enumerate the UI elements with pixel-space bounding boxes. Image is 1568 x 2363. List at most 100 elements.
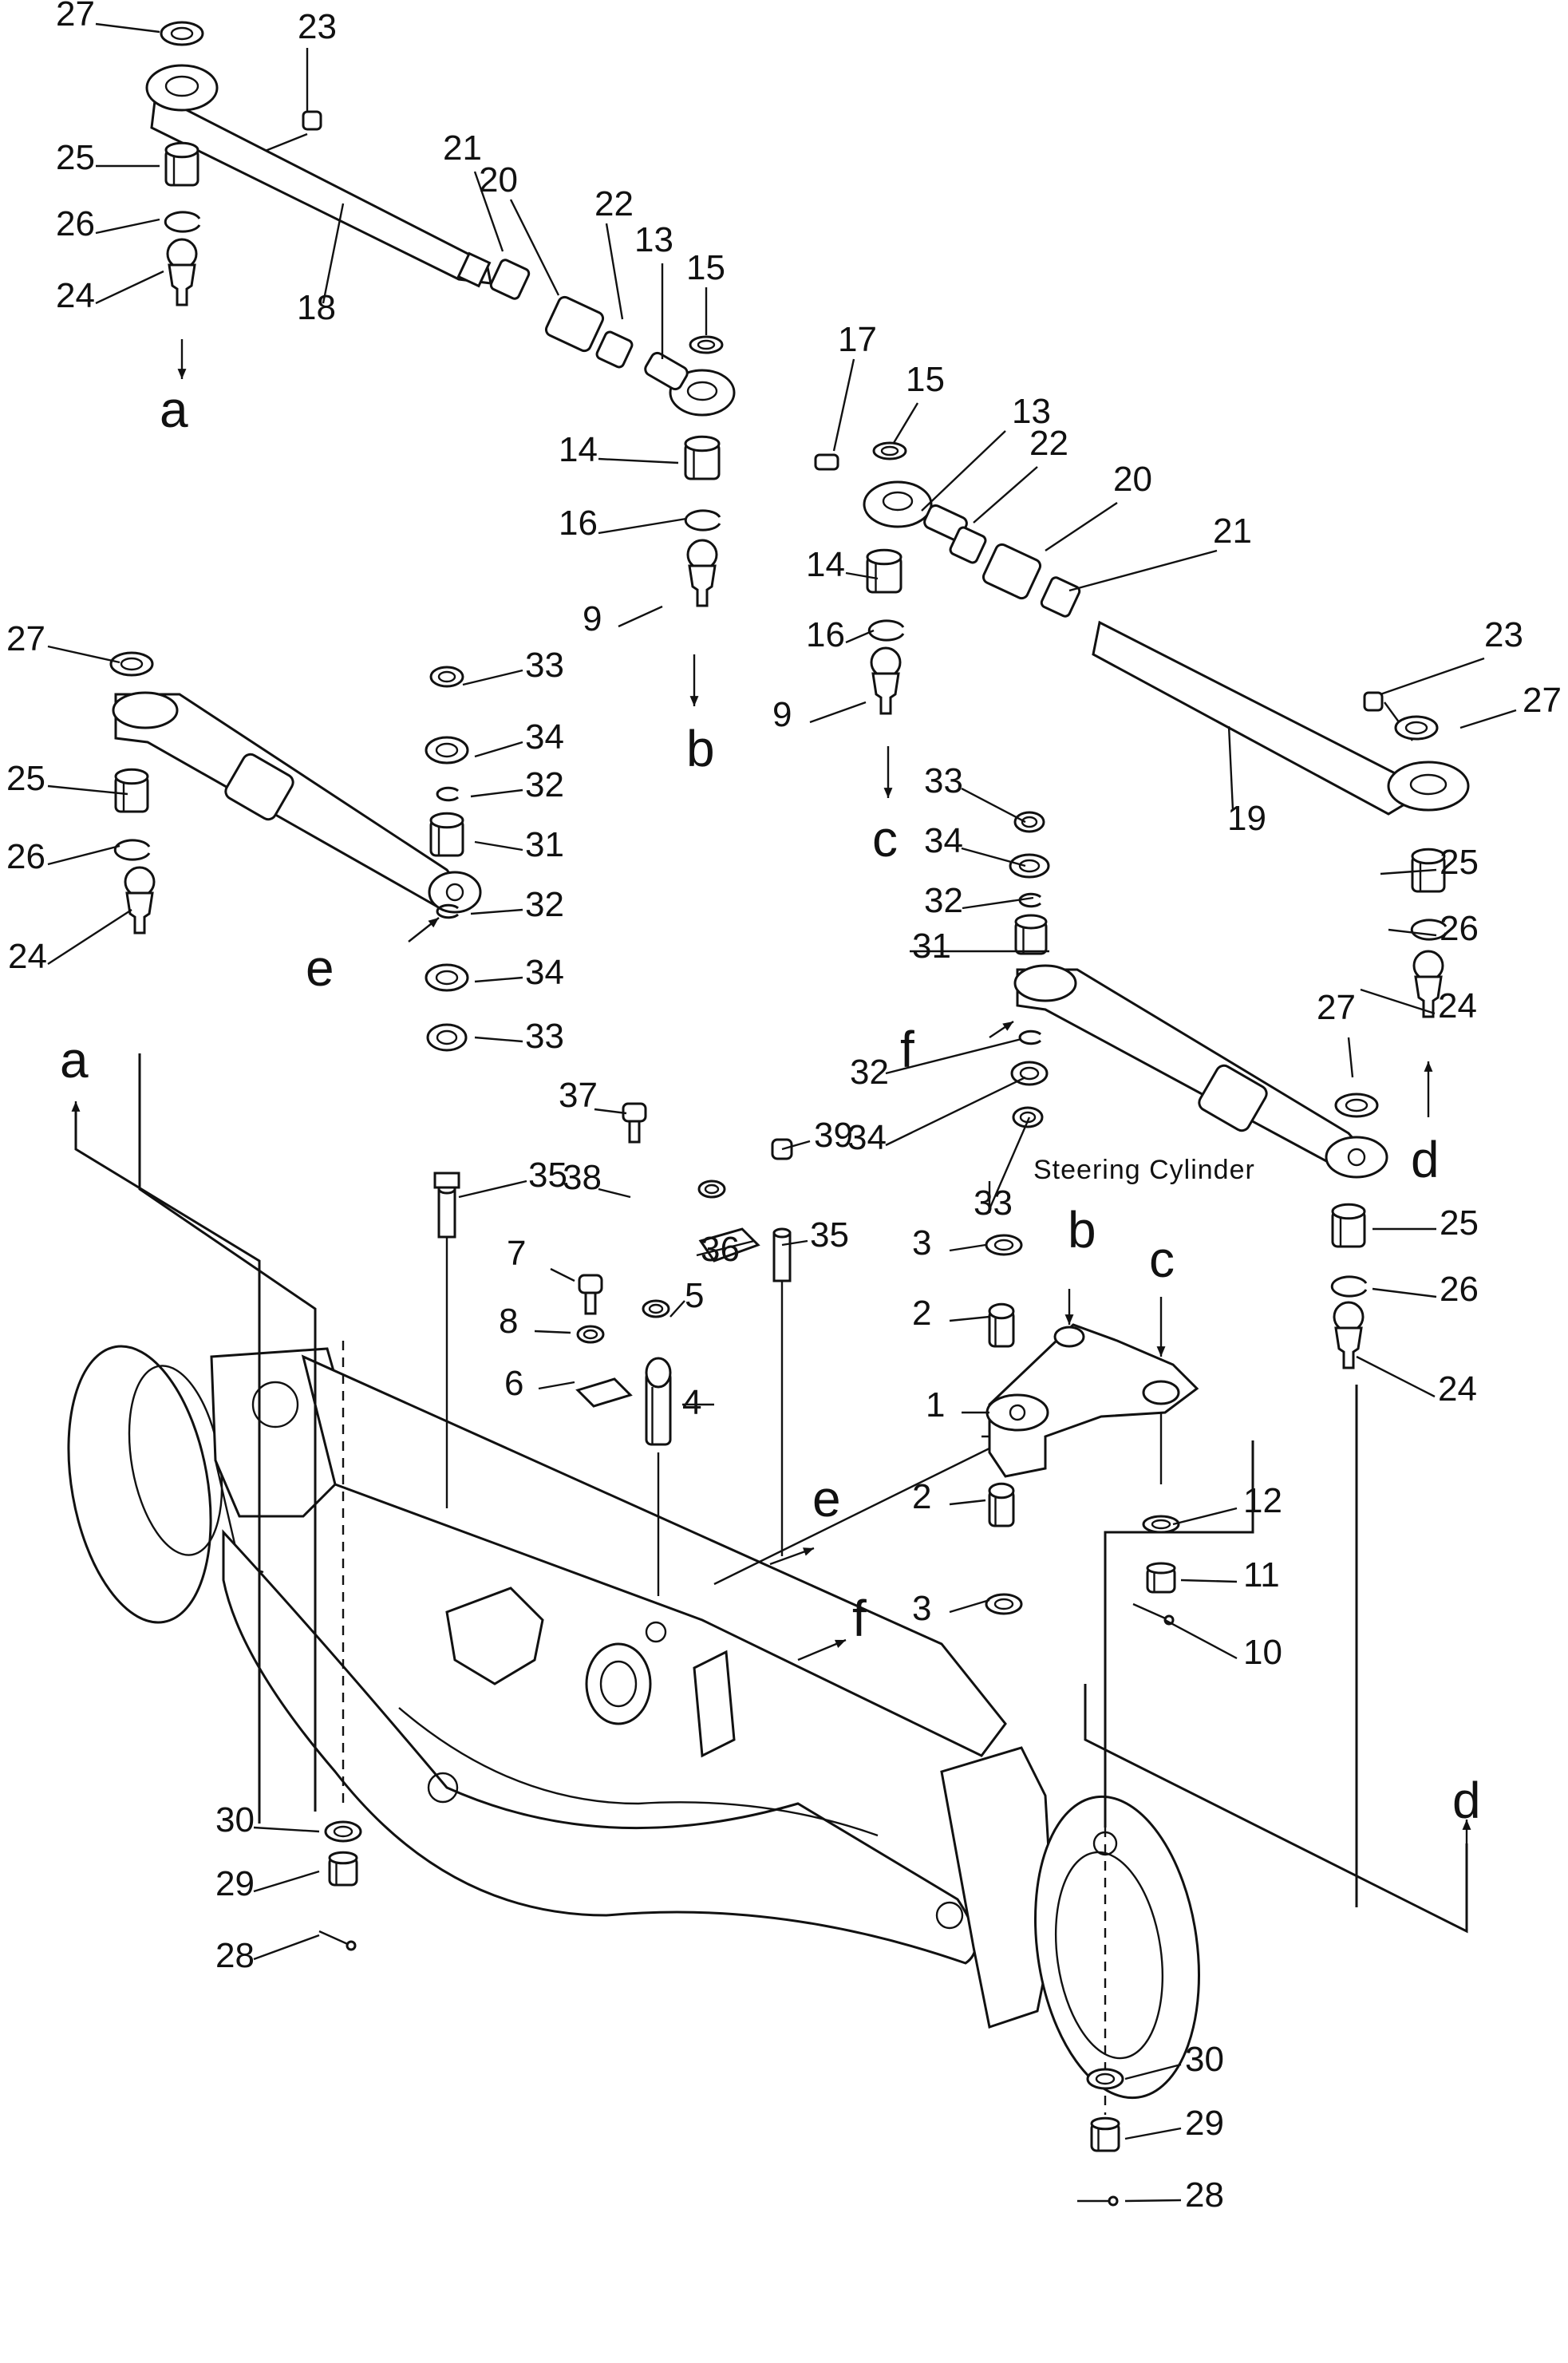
callout-leader-line (473, 171, 504, 252)
washer-part (1013, 811, 1045, 833)
part-number-label: 22 (594, 184, 634, 223)
part-number-label: 27 (6, 619, 45, 658)
snap-ring-part (1330, 1275, 1368, 1298)
arrowhead (177, 369, 187, 379)
callout-leader-line (1459, 709, 1517, 729)
part-number-label: 24 (8, 937, 47, 976)
grease-fitting-part (433, 1172, 460, 1189)
callout-leader-line (832, 358, 855, 452)
part-number-label: 24 (1438, 986, 1477, 1025)
callout-leader-line (1164, 1618, 1238, 1660)
part-number-label: 6 (504, 1364, 523, 1403)
shim-plate-part (575, 1377, 633, 1408)
part-number-label: 23 (1484, 615, 1523, 654)
connection-letter: d (1452, 1772, 1481, 1829)
callout-leader-line (988, 1116, 1031, 1210)
callout-leader-line (95, 218, 160, 235)
part-number-label: 28 (215, 1936, 255, 1975)
part-number-label: 31 (912, 927, 951, 966)
callout-leader-line (1045, 502, 1118, 551)
connection-letter: f (852, 1590, 867, 1647)
steering-cylinder-caption: Steering Cylinder (1033, 1155, 1255, 1185)
callout-leader-line (470, 788, 523, 798)
arrowhead (1156, 1346, 1166, 1357)
part-number-label: 15 (906, 360, 945, 399)
part-number-label: 26 (1440, 1270, 1479, 1309)
callout-leader-line (845, 629, 875, 644)
ball-stud-part (1333, 1301, 1365, 1369)
part-number-label: 14 (559, 430, 598, 469)
callout-leader-line (781, 1140, 811, 1151)
nut-part (866, 548, 902, 594)
part-number-label: 18 (297, 288, 336, 327)
part-number-label: 32 (924, 881, 963, 920)
arrowhead (71, 1101, 81, 1112)
front-axle-housing (67, 1345, 1200, 2100)
callout-leader-line (669, 1300, 685, 1318)
connection-letter: b (686, 720, 715, 777)
callout-leader-line (534, 1330, 571, 1334)
nut-part (164, 141, 199, 187)
arrowhead (835, 1639, 846, 1648)
snap-ring-part (1410, 919, 1448, 941)
callout-leader-line (462, 669, 523, 686)
washer-part (1334, 1093, 1379, 1118)
jam-nut-part (595, 330, 634, 369)
part-number-label: 19 (1227, 799, 1266, 838)
steering-cylinder-right (1013, 964, 1388, 1179)
callout-leader-line (892, 402, 919, 444)
part-number-label: 25 (56, 138, 95, 177)
callout-leader-line (1227, 725, 1234, 811)
part-number-label: 13 (1012, 392, 1051, 431)
tie-rod-19 (1092, 620, 1470, 816)
callout-leader-line (322, 203, 345, 304)
washer-part (425, 963, 469, 992)
part-number-label: 33 (924, 761, 963, 800)
callout-leader-line (961, 787, 1026, 824)
ball-stud-part (870, 646, 902, 715)
part-number-label: 26 (6, 837, 45, 876)
callout-leader-line (538, 1381, 575, 1390)
part-number-label: 1 (926, 1385, 945, 1425)
callout-leader-line (949, 1315, 990, 1322)
nut-part (684, 435, 721, 480)
jam-nut-part (1040, 576, 1081, 618)
part-number-label: 22 (1029, 424, 1068, 463)
callout-leader-line (253, 1934, 320, 1961)
callout-leader-line (598, 1187, 631, 1199)
callout-leader-line (509, 199, 560, 296)
washer-part (324, 1820, 362, 1843)
part-number-label: 27 (1317, 988, 1356, 1027)
callout-leader-line (550, 1267, 575, 1282)
callout-leader-line (95, 270, 164, 305)
part-number-label: 2 (912, 1294, 931, 1333)
part-number-label: 13 (634, 220, 673, 259)
callout-leader-line (885, 1037, 1022, 1075)
callout-leader-line (961, 847, 1026, 867)
part-number-label: 15 (686, 248, 725, 287)
jam-nut-part (949, 526, 987, 564)
washer-part (1142, 1515, 1180, 1534)
nut-part (645, 1357, 672, 1446)
part-number-label: 34 (847, 1118, 887, 1157)
connection-letter: f (900, 1021, 914, 1078)
connection-letter: a (160, 381, 188, 438)
part-number-label: 27 (1523, 681, 1562, 720)
ball-stud-part (166, 238, 198, 306)
callout-leader-line (474, 840, 523, 852)
callout-leader-line (594, 1108, 627, 1115)
part-number-label: 31 (525, 825, 564, 864)
washer-part (1012, 1106, 1044, 1128)
adjusting-sleeve-part (981, 543, 1042, 600)
connection-letter: c (872, 810, 898, 867)
callout-leader-line (47, 645, 120, 664)
callout-leader-line (47, 908, 132, 966)
callout-leader-line (1380, 868, 1437, 875)
part-number-label: 11 (1243, 1555, 1280, 1594)
part-number-label: 7 (507, 1234, 526, 1273)
callout-leaders (47, 22, 1517, 2203)
callout-leader-line (949, 1243, 986, 1252)
part-number-label: 29 (1185, 2104, 1224, 2143)
callout-leader-line (1172, 1507, 1238, 1526)
